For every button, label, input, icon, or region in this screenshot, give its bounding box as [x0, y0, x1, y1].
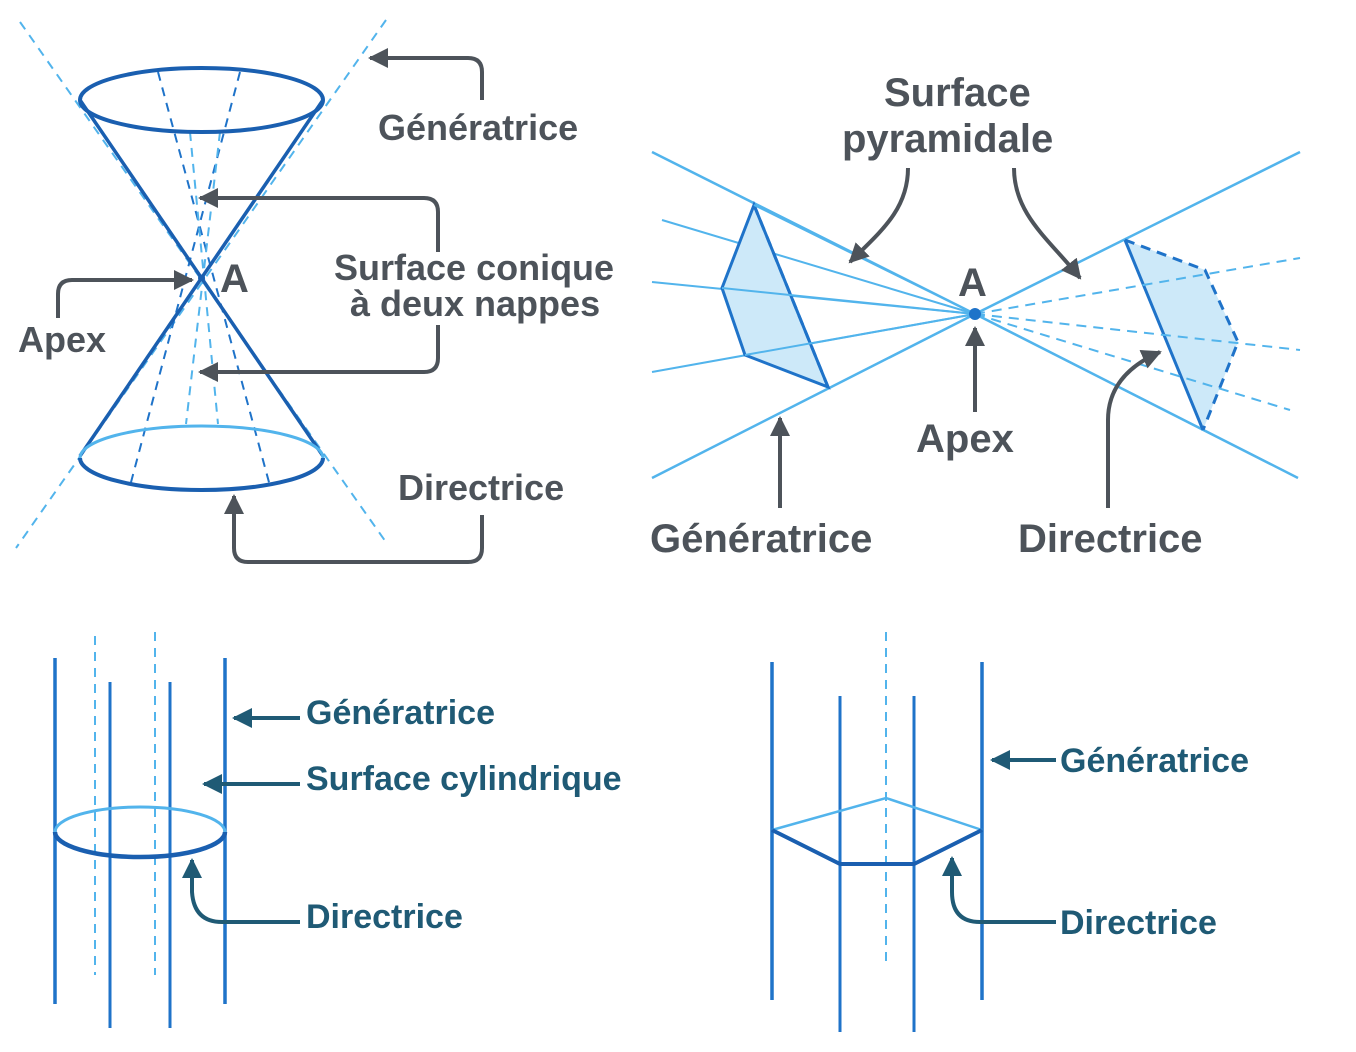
cone-surface-lower-arrow [198, 325, 440, 382]
cone-bottom-base-front [78, 457, 325, 492]
cone-top-base [78, 66, 325, 134]
pyramid-surface-label-line1: Surface [884, 71, 1031, 115]
cone-directrice-label: Directrice [398, 467, 564, 508]
pyramid-hidden-generatrix [974, 257, 1301, 315]
cylinder-annotations: Génératrice Surface cylindrique Directri… [182, 694, 622, 936]
pyramid-hidden-generatrix [974, 313, 1301, 351]
cone-generatrix-extension [19, 21, 389, 546]
pyramid-generatrice-label: Génératrice [650, 517, 872, 561]
cone-surface-label-line1: Surface conique [334, 247, 614, 288]
cone-hidden-generatrix [157, 71, 271, 487]
prism-directrice-back [771, 796, 983, 832]
pyramid-generatrix [661, 219, 976, 315]
pyramid-surface-left-arrow [848, 167, 910, 264]
prism-directrice-arrow [942, 856, 1056, 924]
pyramid-annotations: Surface pyramidale A Apex Génératrice Di… [650, 71, 1203, 561]
cone-surface-label-line2: à deux nappes [350, 283, 600, 324]
cone-surface-upper-arrow [198, 188, 440, 252]
pyramid-inner-line [744, 313, 976, 356]
prism-directrice-front [771, 828, 983, 866]
prism-directrice-label: Directrice [1060, 904, 1217, 942]
prism-generatrice-label: Génératrice [1060, 742, 1249, 780]
cylindrical-surface-figure [52, 632, 228, 1028]
cone-bottom-base-back [78, 424, 325, 459]
pyramid-right-hidden-edges [1124, 238, 1240, 431]
cylinder-directrice-front [52, 831, 228, 860]
cylinder-directrice-back [53, 805, 227, 833]
cone-apex-arrow [56, 270, 194, 318]
pyramidal-surface-figure [651, 150, 1301, 480]
cone-generatrice-arrow [368, 48, 484, 100]
cylinder-generatrice-label: Génératrice [306, 694, 495, 732]
pyramid-directrice-label: Directrice [1018, 517, 1203, 561]
pyramid-apex-letter: A [958, 261, 987, 305]
pyramid-generatrix [974, 150, 1301, 316]
cylinder-directrice-label: Directrice [306, 898, 463, 936]
cone-annotations: Génératrice Surface conique à deux nappe… [18, 48, 614, 564]
cylinder-directrice-arrow [182, 858, 300, 924]
pyramid-surface-right-arrow [1012, 167, 1082, 280]
cone-generatrice-label: Génératrice [378, 107, 578, 148]
cone-apex-point [198, 274, 205, 282]
cone-generatrix-extension [15, 19, 387, 549]
pyramid-inner-line [721, 287, 976, 315]
pyramid-hidden-generatrix [974, 313, 1291, 411]
prism-annotations: Génératrice Directrice [942, 742, 1249, 942]
pyramid-right-directrice [1125, 240, 1238, 430]
cylinder-surface-label: Surface cylindrique [306, 760, 622, 798]
double-cone-figure [15, 19, 389, 549]
pyramid-surface-label-line2: pyramidale [842, 117, 1053, 161]
pyramid-generatrix [651, 312, 976, 480]
cone-apex-letter: A [220, 257, 249, 301]
cone-directrice-arrow [224, 494, 484, 564]
pyramid-apex-point [969, 308, 981, 320]
pyramid-directrice-arrow [1106, 350, 1162, 508]
pyramid-apex-label: Apex [916, 417, 1014, 461]
pyramid-generatrix [974, 312, 1299, 480]
prismatic-surface-figure [770, 632, 984, 1032]
cone-apex-label: Apex [18, 319, 106, 360]
